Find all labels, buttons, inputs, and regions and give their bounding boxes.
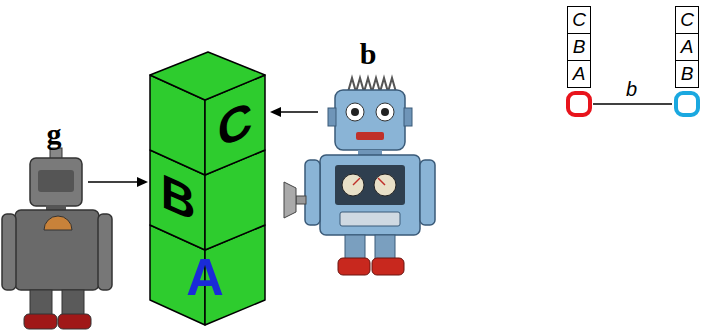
block-box: A [567,60,591,88]
cube-stack [150,52,265,325]
robot-label: g [20,118,88,150]
cube-block: C [150,52,265,175]
pointer-arrow [88,177,148,187]
arrow-head [137,177,148,187]
robot-node: g [20,118,88,330]
transition-line [593,103,672,105]
arrow-head [270,107,281,117]
cube-letter: C [218,94,253,156]
block-letter: B [681,64,694,84]
cube-block: A [150,225,265,325]
arrow-line [88,181,138,183]
block-letter: A [573,64,586,84]
cube-letter: B [161,166,196,229]
block-box: B [567,33,591,61]
transition-label: b [624,78,639,100]
cube-block: B [150,150,265,250]
block-box: B [675,60,699,88]
state-marker [676,93,698,115]
grey-robot [2,148,112,329]
robot-label: b [318,38,418,70]
block-box: C [567,6,591,34]
block-letter: B [573,37,586,57]
blue-robot [284,78,435,275]
block-letter: C [572,10,586,30]
pointer-arrow [270,107,318,117]
arrow-line [280,111,318,113]
block-letter: A [681,37,694,57]
robot-node: b [318,38,418,278]
state-marker [568,93,590,115]
cube-letter: A [186,251,224,303]
block-letter: C [680,10,694,30]
block-box: C [675,6,699,34]
block-box: A [675,33,699,61]
